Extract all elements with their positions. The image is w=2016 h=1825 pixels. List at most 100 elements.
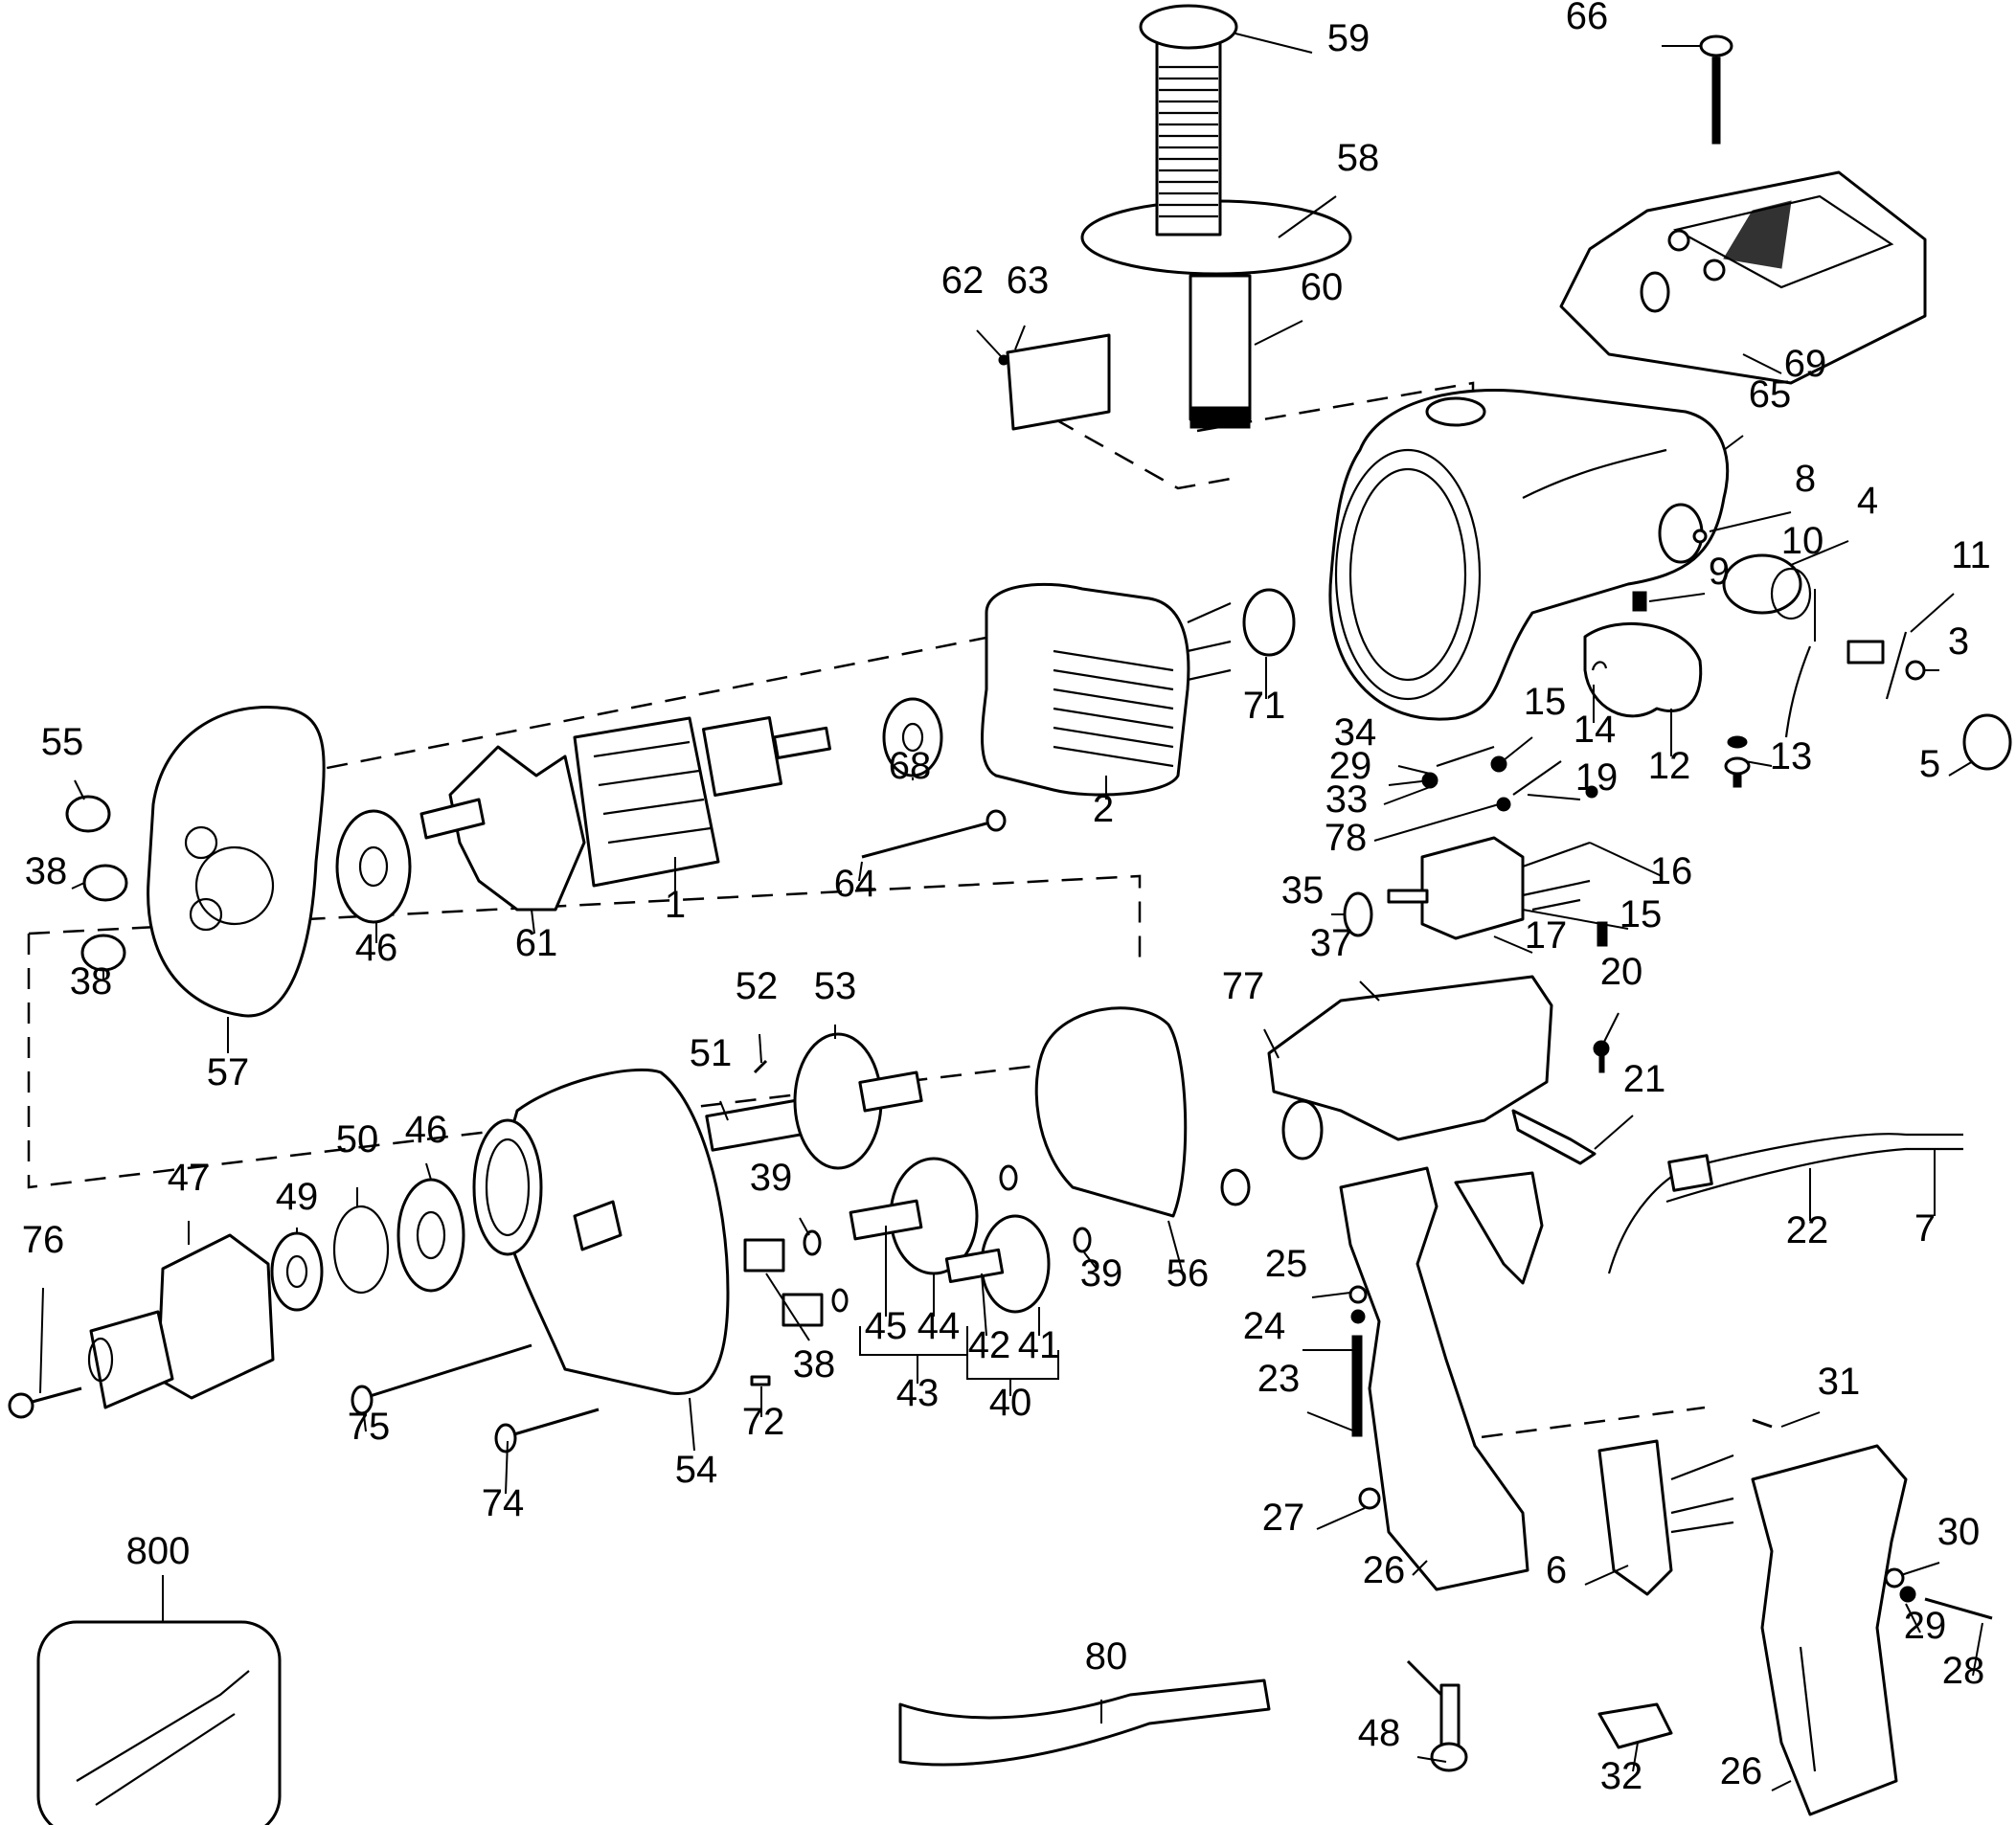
chuck-assembly[interactable]: [8, 1178, 465, 1419]
part-label-retaining-ring[interactable]: 50: [336, 1118, 379, 1160]
part-label-field-stator[interactable]: 2: [1093, 788, 1114, 830]
part-label-spindle-gear[interactable]: 53: [814, 965, 857, 1007]
part-label-flat-washer[interactable]: 25: [1265, 1243, 1308, 1285]
part-label-brush-cap[interactable]: 5: [1919, 743, 1940, 785]
part-label-switch-trigger[interactable]: 6: [1546, 1549, 1567, 1591]
part-label-woodruff-key[interactable]: 52: [736, 965, 779, 1007]
part-label-fan[interactable]: 61: [515, 922, 558, 964]
part-label-pinion-42[interactable]: 42: [968, 1324, 1011, 1366]
part-label-gasket[interactable]: 56: [1167, 1252, 1210, 1295]
switch-housing[interactable]: [1220, 975, 1610, 1206]
part-label-cord-protector[interactable]: 22: [1786, 1209, 1829, 1251]
field-stator[interactable]: [981, 582, 1296, 797]
chuck-key[interactable]: [1406, 1659, 1468, 1772]
part-label-washer-spindle[interactable]: 49: [276, 1176, 319, 1218]
part-label-chuck[interactable]: 47: [168, 1157, 211, 1199]
part-label-gear-case-screw-short[interactable]: 74: [482, 1482, 525, 1524]
part-label-cover-screw[interactable]: 66: [1566, 0, 1609, 37]
part-label-brush-spring[interactable]: 11: [1951, 534, 1991, 576]
bearing-plate[interactable]: [65, 706, 326, 1018]
part-label-brush-cover[interactable]: 12: [1648, 745, 1691, 787]
part-label-rear-cover[interactable]: 69: [1784, 343, 1827, 385]
side-handle[interactable]: [1080, 4, 1352, 429]
part-label-reversing-switch[interactable]: 17: [1525, 914, 1568, 957]
part-label-brush-kit[interactable]: 800: [126, 1530, 191, 1572]
part-label-nameplate[interactable]: 63: [1007, 259, 1050, 302]
gear-train[interactable]: [705, 1032, 1092, 1386]
part-label-gear-case[interactable]: 54: [675, 1449, 718, 1491]
part-label-spindle[interactable]: 51: [690, 1032, 733, 1074]
part-label-gear-41[interactable]: 41: [1018, 1324, 1061, 1366]
rear-cover[interactable]: [1559, 34, 1927, 385]
part-label-side-handle-rod[interactable]: 60: [1301, 266, 1344, 308]
part-label-field-screw[interactable]: 64: [834, 863, 877, 905]
part-label-handle-strap[interactable]: 80: [1085, 1635, 1128, 1678]
part-label-gear-case-screw-long[interactable]: 75: [348, 1406, 391, 1448]
part-label-handle-half-left[interactable]: 26: [1363, 1549, 1406, 1591]
part-label-washer-handle[interactable]: 29: [1904, 1605, 1947, 1647]
part-label-handle-half-right[interactable]: 26: [1720, 1750, 1763, 1792]
brush-parts[interactable]: [1583, 529, 2012, 788]
part-label-lead-wire[interactable]: 10: [1781, 520, 1824, 562]
part-label-switch-cover[interactable]: 77: [1222, 965, 1265, 1007]
part-label-bearing-plate[interactable]: 57: [207, 1051, 250, 1093]
gear-case[interactable]: [351, 1068, 730, 1453]
handle-right[interactable]: [1751, 1418, 1993, 1816]
part-label-needle-bearing-55[interactable]: 55: [41, 721, 84, 763]
part-label-nut[interactable]: 27: [1262, 1497, 1305, 1539]
part-label-needle-bearing-top[interactable]: 38: [25, 850, 68, 892]
part-label-ball[interactable]: 8: [1795, 458, 1816, 500]
part-label-intermediate-gear-assembly-a[interactable]: 43: [896, 1372, 940, 1414]
gasket-shape[interactable]: [1034, 1006, 1188, 1218]
part-label-power-cord[interactable]: 7: [1914, 1207, 1936, 1250]
part-label-cord-clamp[interactable]: 21: [1623, 1058, 1666, 1100]
part-label-lead-wire-switch[interactable]: 16: [1650, 850, 1693, 892]
part-label-brush-assembly[interactable]: 3: [1948, 620, 1969, 663]
part-label-ground-screw[interactable]: 33: [1325, 778, 1369, 821]
part-label-thrust-washer-left[interactable]: 39: [750, 1157, 793, 1199]
part-label-clip[interactable]: 14: [1574, 709, 1617, 751]
part-label-terminal-screw-lower[interactable]: 15: [1620, 893, 1663, 935]
part-label-ground-wire[interactable]: 34: [1334, 711, 1377, 754]
part-label-ball-bearing-armature[interactable]: 46: [355, 927, 398, 969]
part-label-chuck-screw[interactable]: 76: [22, 1219, 65, 1261]
part-label-ball-bearing-rear[interactable]: 68: [889, 745, 932, 787]
part-label-needle-bearing-bottom[interactable]: 38: [70, 960, 113, 1003]
part-label-needle-bearings-gearcase[interactable]: 38: [793, 1343, 836, 1386]
handle-strap-shape[interactable]: [898, 1679, 1271, 1767]
part-label-bearing-sleeve[interactable]: 71: [1243, 685, 1286, 727]
part-label-brush-holder[interactable]: 4: [1857, 480, 1878, 522]
part-label-terminal-washer[interactable]: 78: [1325, 817, 1368, 859]
part-label-pinion-45[interactable]: 45: [865, 1305, 908, 1347]
switch-assembly[interactable]: [1343, 745, 1608, 947]
part-label-terminal-block[interactable]: 32: [1600, 1755, 1643, 1797]
armature-assembly[interactable]: [335, 697, 1007, 924]
part-label-handle-screw[interactable]: 28: [1942, 1650, 1985, 1692]
part-label-switch-nut[interactable]: 35: [1281, 869, 1325, 912]
power-cord[interactable]: [1607, 1133, 1963, 1274]
part-label-terminal-lead[interactable]: 19: [1575, 756, 1619, 799]
part-label-ball-bearing-spindle[interactable]: 46: [405, 1109, 448, 1151]
part-label-screw-and-washer[interactable]: 13: [1770, 735, 1813, 777]
trigger-switch[interactable]: [1597, 1439, 1734, 1749]
part-label-washer-terminal[interactable]: 29: [1329, 745, 1372, 787]
part-label-thrust-washer-right[interactable]: 39: [1080, 1252, 1123, 1295]
part-label-switch-housing[interactable]: 37: [1310, 922, 1353, 964]
part-label-armature[interactable]: 1: [665, 884, 686, 926]
part-label-side-handle-grip[interactable]: 59: [1327, 17, 1370, 59]
part-label-pin[interactable]: 72: [742, 1401, 785, 1443]
part-label-motor-housing[interactable]: 65: [1749, 373, 1792, 416]
part-label-handle-bolt[interactable]: 23: [1257, 1358, 1301, 1400]
brush-kit-box[interactable]: [36, 1575, 282, 1825]
part-label-screw-handle-top[interactable]: 20: [1600, 951, 1643, 993]
part-label-lock-washer[interactable]: 24: [1243, 1305, 1286, 1347]
part-label-terminal-screw-upper[interactable]: 15: [1524, 681, 1567, 723]
motor-housing[interactable]: [1328, 389, 1730, 721]
part-label-screw-switch[interactable]: 31: [1818, 1361, 1861, 1403]
part-label-gear-44[interactable]: 44: [917, 1305, 961, 1347]
handle-left[interactable]: [1339, 1166, 1544, 1591]
part-label-chuck-key[interactable]: 48: [1358, 1712, 1401, 1754]
part-label-nameplate-rivet[interactable]: 62: [941, 259, 985, 302]
part-label-side-handle-guard[interactable]: 58: [1337, 137, 1380, 179]
part-label-washer-handle-outer[interactable]: 30: [1937, 1511, 1981, 1553]
